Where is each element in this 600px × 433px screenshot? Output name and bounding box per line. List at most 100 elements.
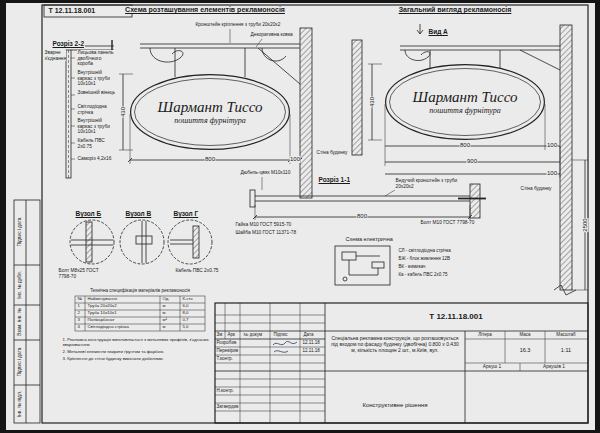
title-block-part xyxy=(215,303,588,423)
front-view-left-part xyxy=(300,28,312,198)
view-title: Вузол Г xyxy=(173,210,199,217)
title-block-text: Т 12.11.18.001 xyxy=(429,312,483,321)
view-title: Схема розташування елементів рекламоносі… xyxy=(125,6,286,14)
front-view-left-part xyxy=(230,29,231,43)
table-cell: Труба 20х20х2 xyxy=(87,304,117,309)
section-1-1-part xyxy=(262,177,263,190)
table-cell: 5,0 xyxy=(182,325,189,330)
dimension: 800 xyxy=(356,213,367,220)
stamp-text: Інв. № підл. xyxy=(17,390,23,417)
section-2-2-part xyxy=(71,143,75,144)
electric-scheme-part xyxy=(349,260,378,275)
drawing-code: Т 12.11.18.001 xyxy=(48,7,96,15)
title-block-text: Літера xyxy=(478,332,492,337)
title-block-text: Спеціальна рекламна конструкція, що розт… xyxy=(330,336,461,353)
title-block-part xyxy=(215,331,588,332)
front-view-right-part xyxy=(352,40,362,155)
front-view-right-part xyxy=(385,174,560,175)
electric-scheme-part xyxy=(372,262,384,268)
section-2-2-part xyxy=(71,58,75,59)
dimension: 100 xyxy=(546,170,557,177)
section-1-1-part xyxy=(470,184,480,218)
sign-inner-rim xyxy=(135,79,286,146)
table-cell: Найменування xyxy=(87,297,117,302)
table-cell: 8,0 xyxy=(182,311,189,316)
title-block-part xyxy=(215,363,325,364)
title-block-text: 16.3 xyxy=(519,347,531,353)
code-stamp xyxy=(44,5,132,17)
paper-sheet xyxy=(6,3,595,430)
front-view-right-part xyxy=(560,146,561,178)
detail-views-part xyxy=(170,244,193,245)
callout-label: Стіна будинку xyxy=(520,186,552,192)
callout-label: Кабель ПВС 2х0.75 xyxy=(175,268,219,274)
front-view-right-part xyxy=(385,104,386,166)
detail-views-part xyxy=(168,220,212,264)
detail-views-part xyxy=(142,221,143,263)
stamp-text: Підпис і дата xyxy=(17,217,23,247)
dimension: 800 xyxy=(459,142,470,149)
spec-table-part xyxy=(85,296,86,331)
front-view-right xyxy=(352,24,588,295)
side-stamp-part xyxy=(14,265,40,266)
section-1-1-part xyxy=(253,215,257,219)
section-2-2-part xyxy=(66,50,71,178)
detail-views-part xyxy=(120,220,164,264)
callout-label: Стіна будинку xyxy=(316,150,349,156)
title-block-text: № докум xyxy=(243,332,263,337)
section-2-2-part xyxy=(71,109,75,110)
front-view-left-part xyxy=(128,158,132,162)
detail-views-part xyxy=(170,240,193,241)
front-view-left-part xyxy=(130,114,131,164)
front-view-left-part xyxy=(245,48,246,77)
sign-subtitle: пошиття фурнітура xyxy=(174,116,245,125)
front-view-left-part xyxy=(140,48,300,49)
detail-views-part xyxy=(136,236,152,244)
drawing-frame xyxy=(42,5,588,423)
table-cell: № xyxy=(77,297,83,302)
front-view-left-part xyxy=(119,150,133,151)
callout-label: Зовнішній вінець xyxy=(77,90,118,96)
table-cell: Світлодіодна стрічка xyxy=(87,325,129,330)
table-cell: 0,7 xyxy=(182,318,189,323)
title-block-part xyxy=(215,315,325,316)
table-title: Технічна специфікація матеріалів рекламо… xyxy=(90,288,191,293)
title-block xyxy=(215,303,588,423)
detail-views-part xyxy=(86,222,92,262)
front-view-left-part xyxy=(150,48,183,62)
sign-title: Шармант Тиссо xyxy=(158,99,263,116)
callout-label: Болт M10 ГОСТ 7798-70 xyxy=(420,220,475,226)
detail-views-part xyxy=(146,221,147,263)
title-block-text: Аркушів 1 xyxy=(543,364,566,370)
callout-label: Зварне з'єднання xyxy=(44,50,66,61)
title-block-text: Дата xyxy=(303,332,314,337)
stamp-text: Підпис і дата xyxy=(17,347,23,377)
sign-title: Шармант Тиссо xyxy=(413,89,518,106)
table-cell: 4 xyxy=(77,325,80,330)
view-title: Вид А xyxy=(428,28,448,35)
front-view-left xyxy=(119,28,312,198)
front-view-left-part xyxy=(258,48,300,84)
section-1-1-part xyxy=(250,190,255,207)
title-block-part xyxy=(215,371,588,372)
front-view-right-part xyxy=(368,140,382,141)
front-view-right-part xyxy=(368,64,382,65)
side-stamp-part xyxy=(26,200,27,423)
table-cell: 2 xyxy=(77,311,80,316)
section-1-1-part xyxy=(468,215,472,219)
dimension: 800 xyxy=(204,156,215,163)
view-title: Загальний вигляд рекламоносія xyxy=(398,6,512,14)
detail-views-part xyxy=(71,240,113,241)
scheme-legend-text: Ка - кабель ПВС 2х0.75 xyxy=(398,272,448,277)
dimension: 430 xyxy=(369,96,376,107)
title-block-part xyxy=(215,379,325,380)
title-block-text: Конструктивне рішення xyxy=(362,402,428,409)
detail-views-part xyxy=(193,226,199,258)
front-view-right-part xyxy=(400,46,560,47)
view-title: Розріз 1-1 xyxy=(318,176,351,183)
section-1-1-part xyxy=(255,201,470,202)
sign-outer-rim xyxy=(131,75,290,150)
section-1-1-part xyxy=(458,198,486,200)
